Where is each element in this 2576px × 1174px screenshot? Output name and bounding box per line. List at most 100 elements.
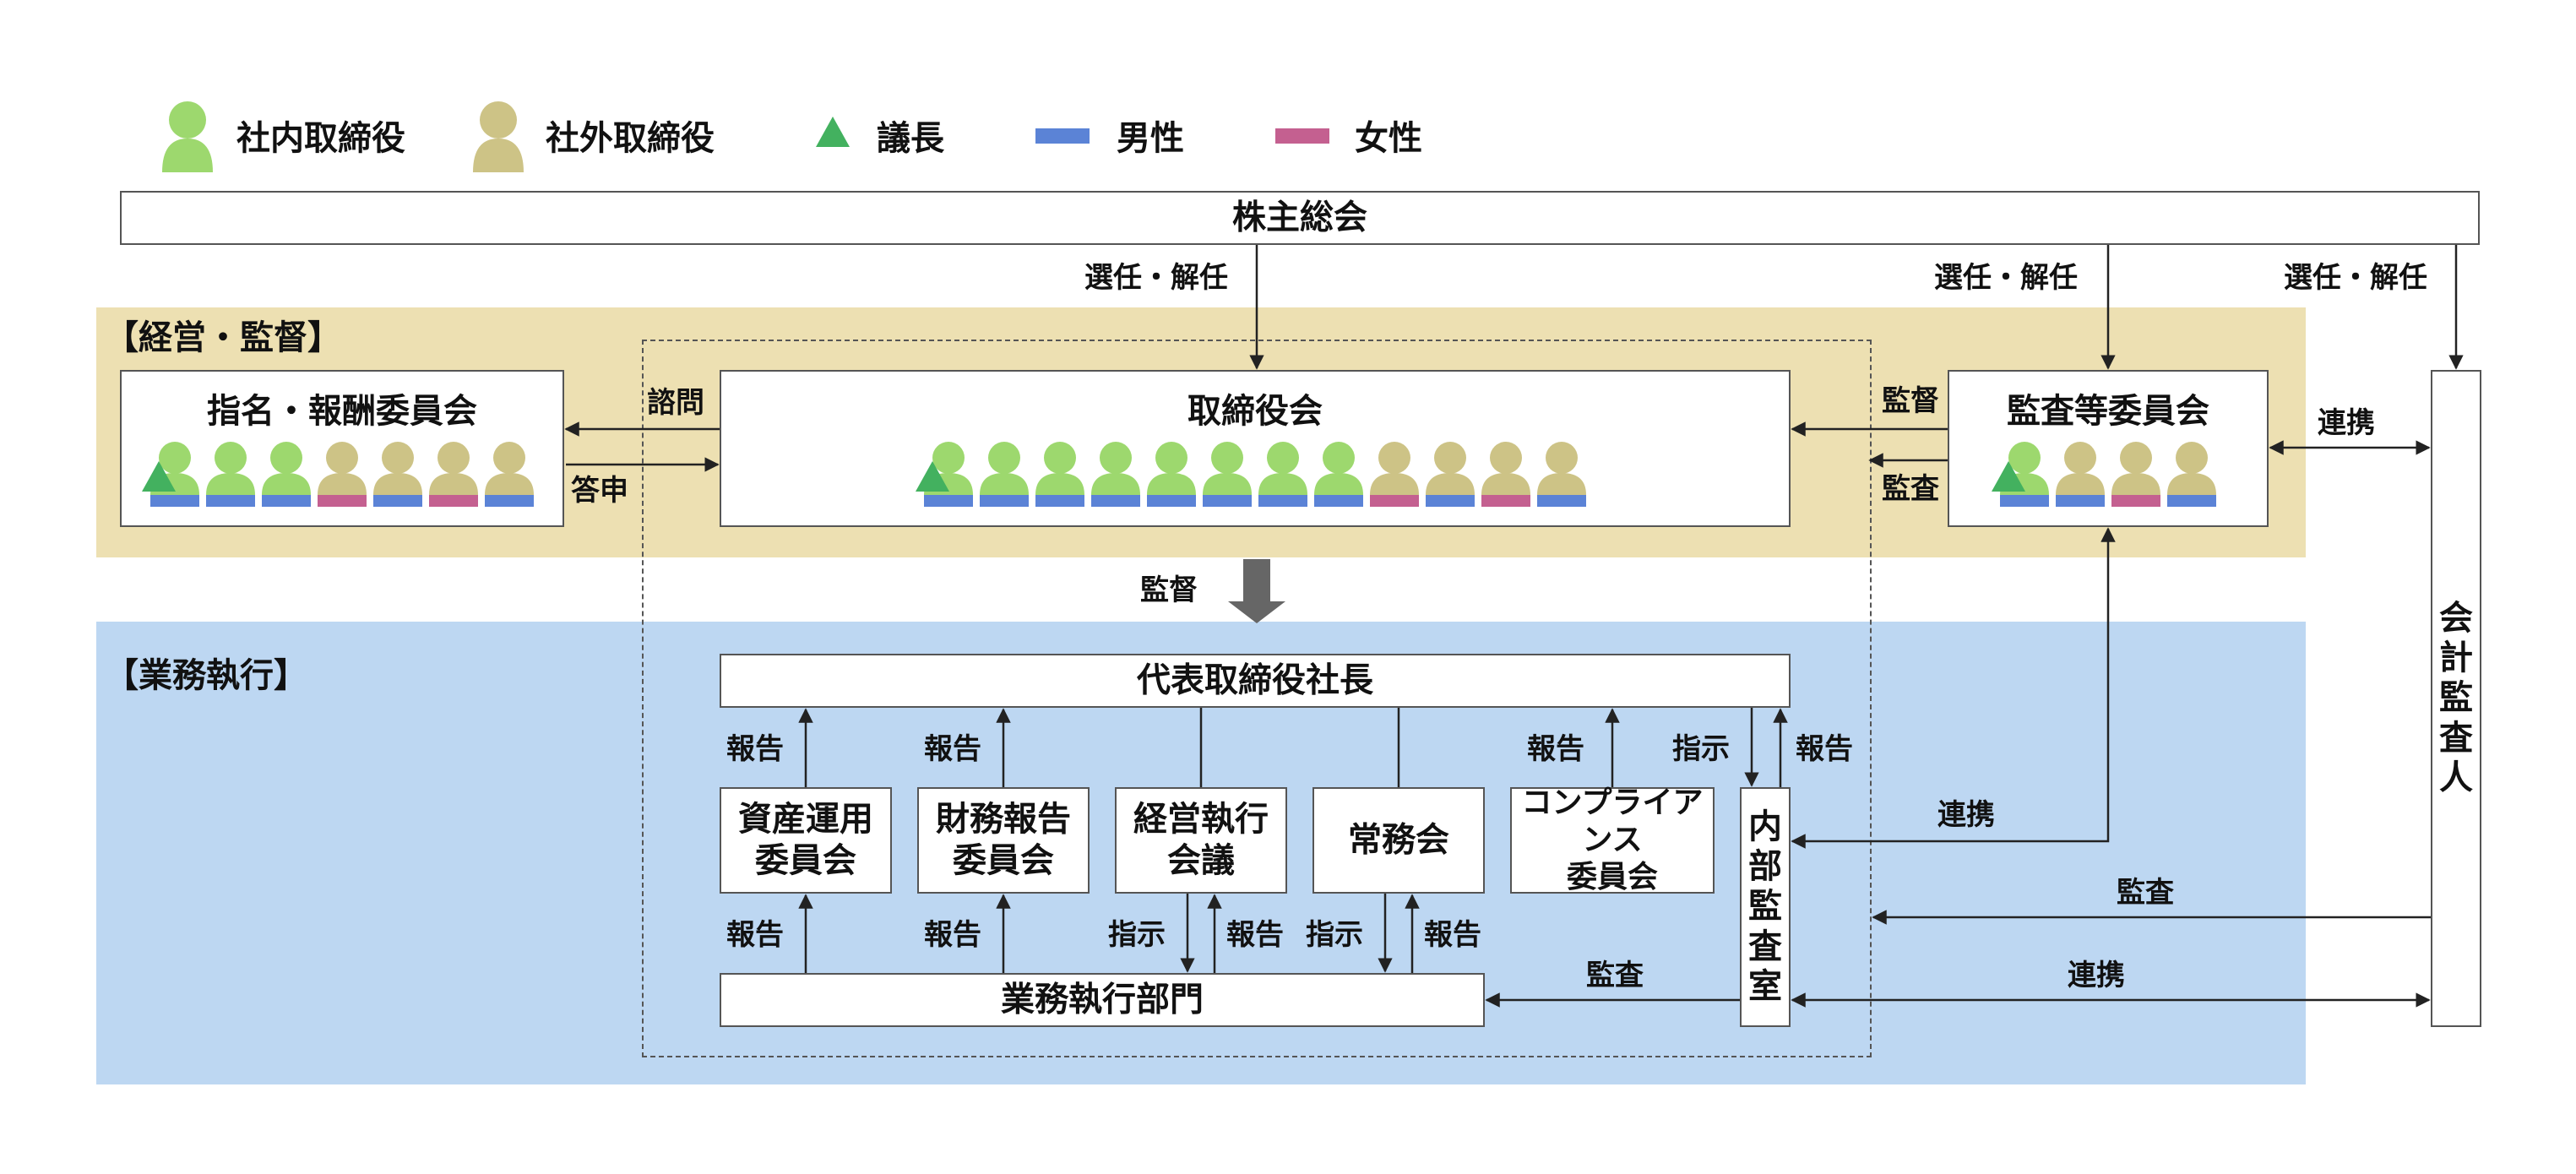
internal-audit-box: 内部監査室: [1740, 787, 1791, 1027]
internal-audit-title: 内部監査室: [1748, 807, 1782, 1006]
member-figure-inside-male: [1035, 442, 1084, 507]
elect-label-2: 選任・解任: [1934, 261, 2078, 295]
member-figure-inside-male: [262, 442, 311, 507]
chair-triangle-icon: [916, 461, 949, 492]
chair-triangle-icon: [142, 461, 176, 492]
member-figure-inside-male: [1091, 442, 1140, 507]
audit-exec-label: 監査: [1586, 959, 1644, 992]
exec-division-title: 業務執行部門: [1001, 980, 1204, 1019]
member-row: [916, 442, 1586, 507]
gender-bar-male: [1426, 495, 1475, 507]
execution-band-label: 【業務執行】: [105, 656, 307, 695]
member-figure-outside-female: [429, 442, 478, 507]
legend-male-label: 男性: [1117, 119, 1184, 158]
audit-ac-label: 監査: [1882, 472, 1939, 506]
report-back-label: 答申: [571, 474, 628, 508]
member-figure-outside-female: [1481, 442, 1530, 507]
member-figure-outside-male: [1537, 442, 1586, 507]
asset-committee-title: 資産運用委員会: [738, 800, 873, 880]
gender-bar-male: [1147, 495, 1196, 507]
gender-bar-male: [1203, 495, 1252, 507]
management-exec-meeting-title: 経営執行会議: [1133, 800, 1269, 880]
report-label-2: 報告: [924, 732, 981, 766]
accounting-auditor-title: 会計監査人: [2439, 599, 2473, 797]
instr-label-1: 指示: [1108, 918, 1166, 952]
gender-bar-male: [150, 495, 199, 507]
member-figure-outside-female: [1370, 442, 1419, 507]
member-figure-inside-male: [1314, 442, 1363, 507]
gender-bar-female: [318, 495, 367, 507]
outside-director-icon: [473, 101, 524, 172]
gender-bar-male: [2056, 495, 2105, 507]
gender-bar-male: [485, 495, 534, 507]
gender-bar-male: [980, 495, 1029, 507]
member-figure-inside-male: [1258, 442, 1307, 507]
member-figure-outside-female: [2111, 442, 2160, 507]
member-figure-inside-male: [1203, 442, 1252, 507]
compliance-committee-box: コンプライアンス委員会: [1510, 785, 1715, 894]
member-row: [142, 442, 534, 507]
shareholders-meeting-title: 株主総会: [1232, 198, 1367, 237]
male-bar-icon: [1035, 128, 1090, 144]
instr-ia-label: 指示: [1672, 732, 1730, 766]
report-label-5: 報告: [924, 918, 981, 952]
president-title: 代表取締役社長: [1137, 660, 1373, 700]
gender-bar-male: [1258, 495, 1307, 507]
nomination-committee-title: 指名・報酬委員会: [207, 392, 477, 431]
audit-ia-label: 監査: [2117, 876, 2174, 910]
instr-label-2: 指示: [1306, 918, 1363, 952]
member-figure-outside-male: [1426, 442, 1475, 507]
gender-bar-male: [2167, 495, 2216, 507]
member-figure-inside-male: [142, 442, 199, 507]
gender-bar-male: [1091, 495, 1140, 507]
member-row: [1992, 442, 2216, 507]
consult-label: 諮問: [647, 386, 704, 420]
gender-bar-male: [1314, 495, 1363, 507]
nomination-committee-box: 指名・報酬委員会: [120, 370, 564, 527]
chair-triangle-icon: [1992, 461, 2025, 492]
gender-bar-male: [262, 495, 311, 507]
legend-female-label: 女性: [1355, 119, 1422, 158]
legend-outside-label: 社外取締役: [546, 119, 715, 158]
finance-committee-title: 財務報告委員会: [936, 800, 1071, 880]
supervise-big-label: 監督: [1140, 573, 1198, 607]
gender-bar-female: [2111, 495, 2160, 507]
audit-committee-box: 監査等委員会: [1948, 370, 2269, 527]
gender-bar-male: [373, 495, 422, 507]
compliance-committee-title: コンプライアンス委員会: [1521, 785, 1704, 894]
member-figure-inside-male: [980, 442, 1029, 507]
member-figure-outside-female: [318, 442, 367, 507]
board-box: 取締役会: [720, 370, 1791, 527]
board-title: 取締役会: [1187, 392, 1323, 431]
gender-bar-female: [1370, 495, 1419, 507]
member-figure-outside-male: [485, 442, 534, 507]
member-figure-inside-male: [916, 442, 973, 507]
member-figure-outside-male: [2056, 442, 2105, 507]
finance-committee-box: 財務報告委員会: [917, 787, 1090, 894]
collab-ia-arrow: [1791, 527, 2116, 849]
legend-chair-label: 議長: [877, 119, 944, 158]
accounting-auditor-box: 会計監査人: [2431, 370, 2481, 1027]
shareholders-meeting-box: 株主総会: [120, 191, 2480, 245]
supervise-ac-label: 監督: [1882, 384, 1939, 418]
audit-committee-title: 監査等委員会: [2007, 392, 2209, 431]
member-figure-outside-male: [2167, 442, 2216, 507]
female-bar-icon: [1275, 128, 1329, 144]
gender-bar-male: [1035, 495, 1084, 507]
elect-label-3: 選任・解任: [2284, 261, 2427, 295]
member-figure-outside-male: [373, 442, 422, 507]
jomukai-title: 常務会: [1348, 820, 1449, 860]
supervise-big-arrow: [1228, 559, 1285, 623]
report-label-3: 報告: [1527, 732, 1584, 766]
collab-ac-label: 連携: [2318, 406, 2375, 440]
member-figure-inside-male: [1992, 442, 2049, 507]
gender-bar-male: [1537, 495, 1586, 507]
report-label-1: 報告: [726, 732, 784, 766]
exec-division-box: 業務執行部門: [720, 973, 1485, 1027]
report-label-7: 報告: [1424, 918, 1481, 952]
president-box: 代表取締役社長: [720, 654, 1791, 708]
gender-bar-male: [924, 495, 973, 507]
collab-ia-label: 連携: [1937, 798, 1995, 832]
